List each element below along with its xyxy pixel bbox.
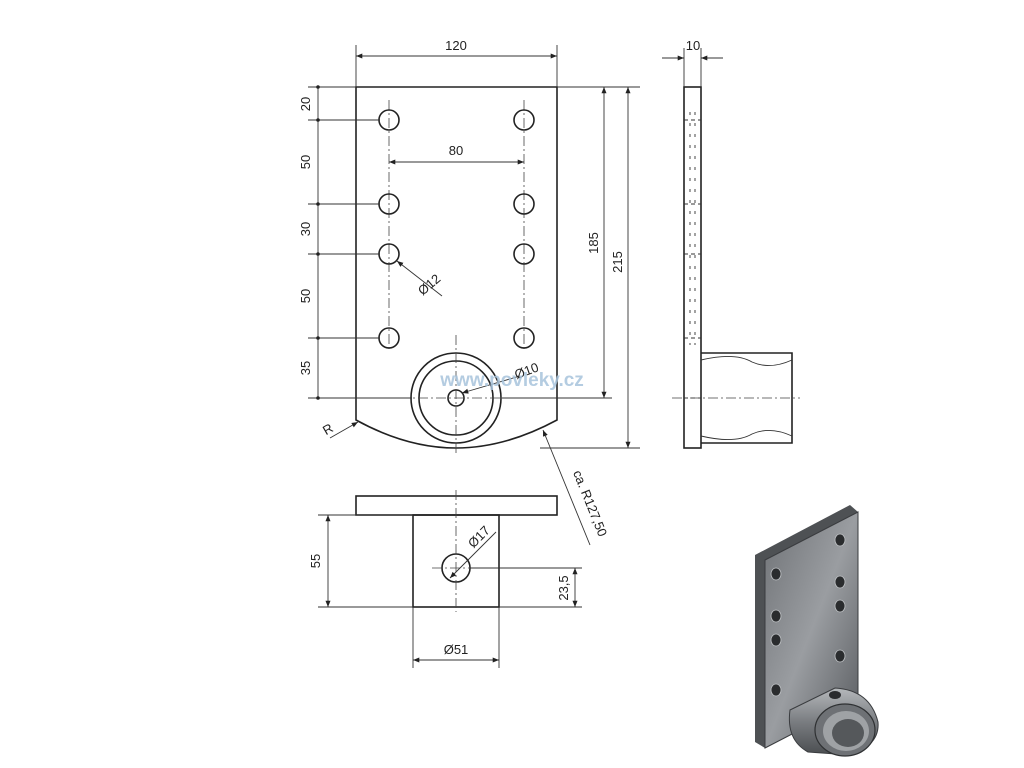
front-view: 20 50 30 50 35 120 80 185 215 Ø12 Ø10 R … bbox=[298, 38, 640, 546]
dim-35: 35 bbox=[298, 361, 313, 375]
bottom-plate bbox=[355, 495, 558, 516]
bracket-3d-render bbox=[755, 505, 879, 757]
dim-30: 30 bbox=[298, 222, 313, 236]
dim-r127: ca. R127,50 bbox=[570, 468, 610, 539]
bottom-view: 55 23,5 Ø17 Ø51 bbox=[308, 490, 582, 668]
dim-50-lower: 50 bbox=[298, 289, 313, 303]
dim-23-5: 23,5 bbox=[556, 575, 571, 600]
dim-10: 10 bbox=[686, 38, 700, 53]
dim-dia-51: Ø51 bbox=[444, 642, 469, 657]
side-tube bbox=[701, 352, 793, 444]
dim-120: 120 bbox=[445, 38, 467, 53]
dim-80: 80 bbox=[449, 143, 463, 158]
watermark-text: www.povleky.cz bbox=[439, 370, 584, 391]
dim-185: 185 bbox=[586, 232, 601, 254]
dim-20: 20 bbox=[298, 97, 313, 111]
dim-dia-17: Ø17 bbox=[465, 523, 493, 551]
plate-outline bbox=[355, 86, 558, 449]
side-view: 10 bbox=[662, 38, 800, 449]
dim-r: R bbox=[320, 420, 336, 438]
tube-bore bbox=[400, 335, 515, 455]
mounting-holes bbox=[378, 109, 535, 349]
dim-215: 215 bbox=[610, 251, 625, 273]
side-plate bbox=[683, 86, 702, 449]
dim-50-upper: 50 bbox=[298, 155, 313, 169]
dim-55: 55 bbox=[308, 554, 323, 568]
